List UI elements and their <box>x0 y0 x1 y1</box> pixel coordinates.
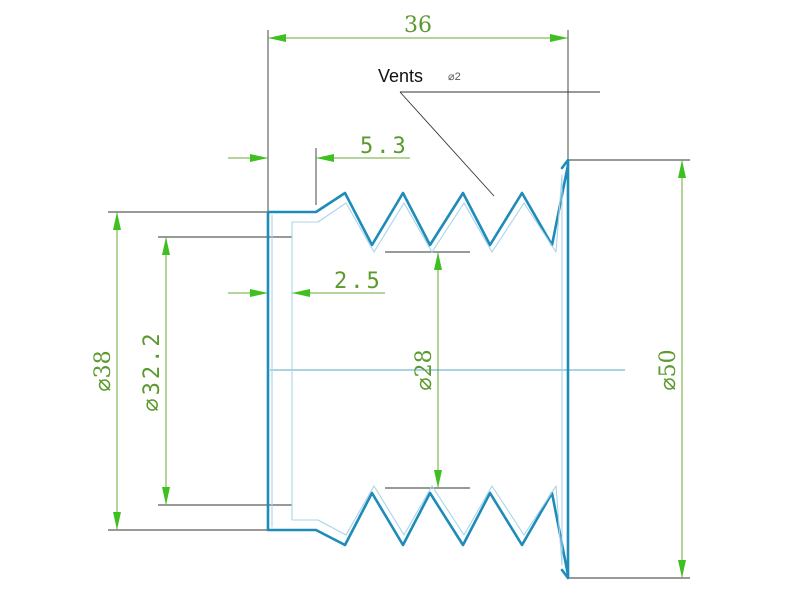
vents-callout-diameter: ⌀2 <box>448 71 461 83</box>
dim-bore-diameter: ⌀28 <box>412 349 437 390</box>
dim-inner-diameter-small: ⌀32.2 <box>140 330 165 411</box>
dim-outer-diameter-large: ⌀50 <box>656 349 681 390</box>
vents-callout-label: Vents <box>378 66 423 86</box>
dim-flange-offset: 5.3 <box>360 134 409 159</box>
bellows-part <box>266 158 570 580</box>
bellows-inner-profile <box>291 174 563 566</box>
dim-outer-diameter-small: ⌀38 <box>91 350 116 391</box>
dim-overall-length: 36 <box>404 13 432 38</box>
dimension-lines <box>113 34 686 578</box>
dim-wall-thickness: 2.5 <box>334 269 383 294</box>
vents-leader <box>399 91 600 197</box>
extension-lines <box>108 30 690 579</box>
flange-tip-bottom <box>560 568 570 580</box>
flange-tip-top <box>560 158 570 170</box>
